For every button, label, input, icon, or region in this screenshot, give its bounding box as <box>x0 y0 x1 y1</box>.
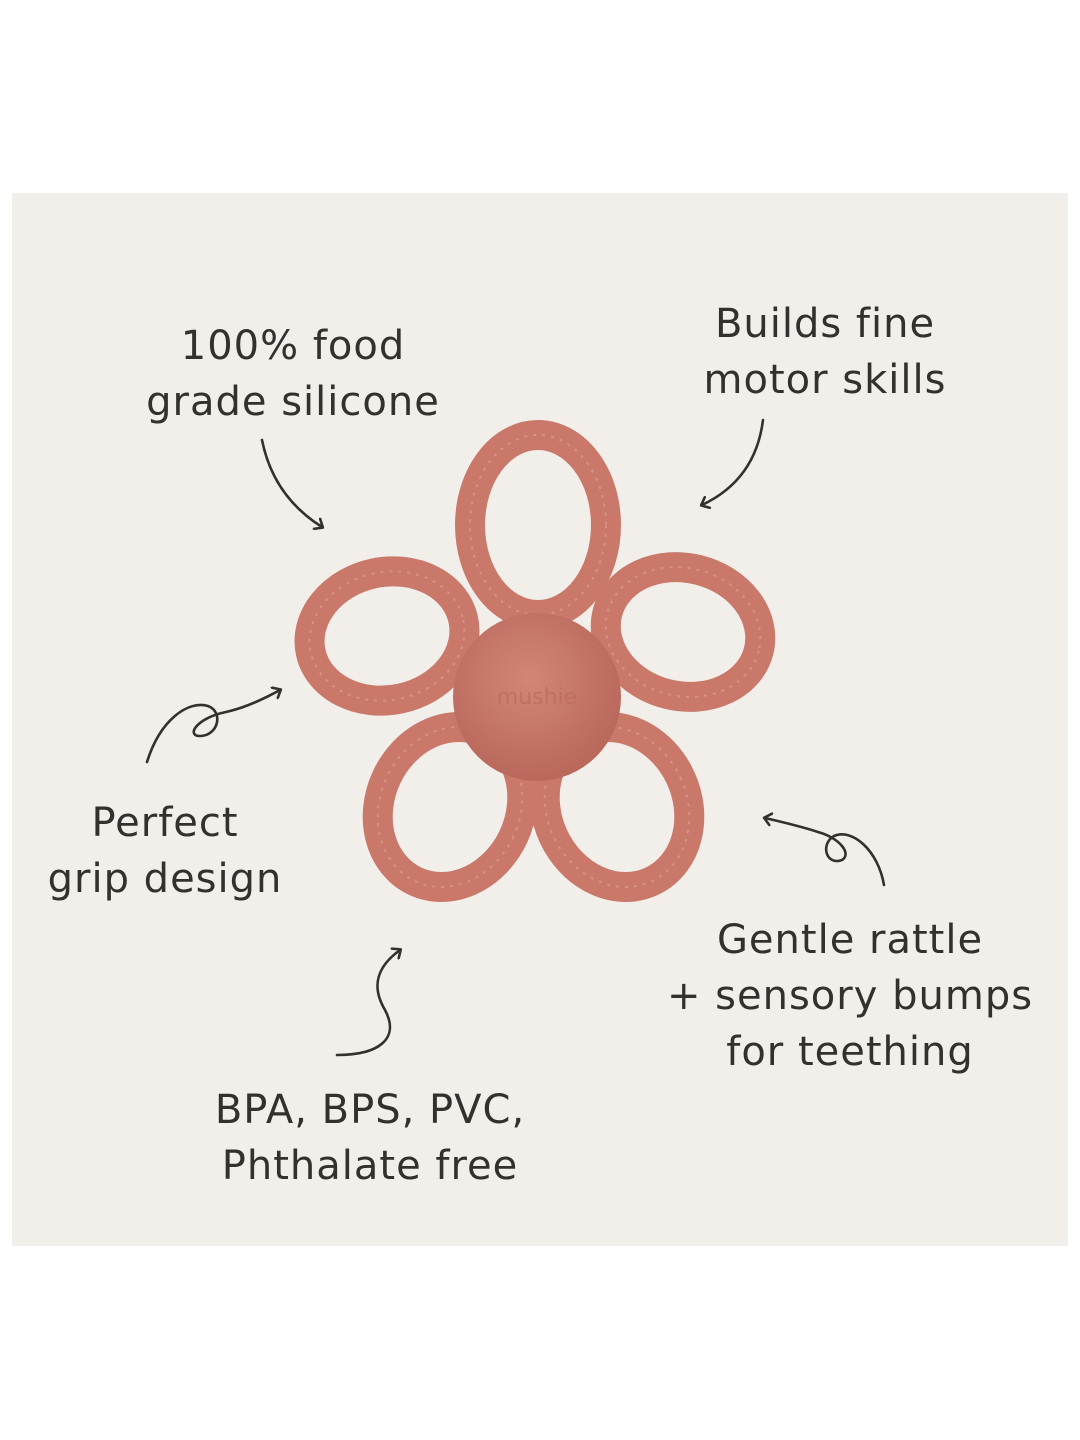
callout-gentle-rattle: Gentle rattle + sensory bumps for teethi… <box>640 912 1060 1080</box>
callout-line: motor skills <box>703 357 947 403</box>
callout-line: BPA, BPS, PVC, <box>214 1087 526 1133</box>
brand-mark: mushie <box>497 685 577 710</box>
callout-food-grade-silicone: 100% food grade silicone <box>118 318 468 430</box>
flower-teether-icon: mushie <box>294 420 776 902</box>
petal-upper-left <box>294 556 480 716</box>
callout-bpa-free: BPA, BPS, PVC, Phthalate free <box>170 1082 570 1194</box>
callout-line: Builds fine <box>714 301 936 347</box>
teether-center <box>453 613 621 781</box>
callout-line: Perfect <box>91 800 239 846</box>
callout-line: grip design <box>47 856 283 902</box>
callout-line: + sensory bumps <box>666 973 1034 1019</box>
callout-motor-skills: Builds fine motor skills <box>650 296 1000 408</box>
arrow-motor-icon <box>702 418 765 505</box>
callout-line: Phthalate free <box>221 1143 519 1189</box>
callout-line: Gentle rattle <box>716 917 984 963</box>
callout-line: grade silicone <box>146 379 440 425</box>
arrow-free-icon <box>335 950 400 1057</box>
arrow-rattle-icon <box>765 818 886 887</box>
callout-line: 100% food <box>180 323 406 369</box>
callout-grip-design: Perfect grip design <box>20 795 310 907</box>
callout-line: for teething <box>726 1029 974 1075</box>
arrow-grip-icon <box>145 690 280 764</box>
arrow-silicone-icon <box>260 438 322 527</box>
